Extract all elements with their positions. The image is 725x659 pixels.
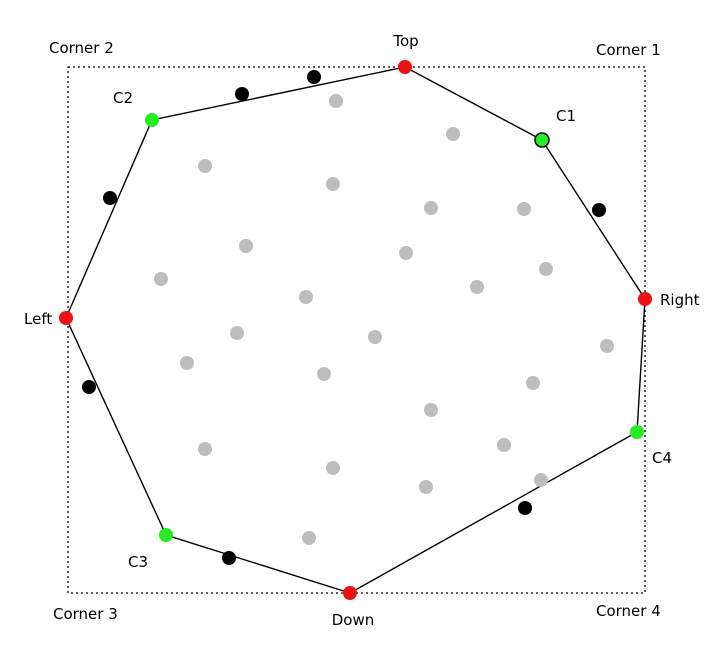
interior-point <box>299 290 313 304</box>
hull-labels: Top C1 Right C4 Down C3 Left C2 <box>24 32 700 629</box>
label-top: Top <box>392 32 418 50</box>
interior-point <box>534 473 548 487</box>
intermediate-point <box>235 87 249 101</box>
hull-point-c3 <box>159 528 173 542</box>
interior-point <box>198 159 212 173</box>
interior-point <box>154 272 168 286</box>
hull-vertices <box>59 60 652 600</box>
interior-point <box>326 177 340 191</box>
interior-points <box>154 94 614 545</box>
hull-point-down <box>343 586 357 600</box>
box-corner-labels: Corner 1 Corner 2 Corner 3 Corner 4 <box>49 39 661 623</box>
interior-point <box>239 239 253 253</box>
convex-hull-outline <box>65 66 646 594</box>
intermediate-point <box>592 203 606 217</box>
interior-point <box>539 262 553 276</box>
interior-point <box>470 280 484 294</box>
interior-point <box>399 246 413 260</box>
intermediate-point <box>222 551 236 565</box>
label-corner-3: Corner 3 <box>53 605 118 623</box>
label-c4: C4 <box>652 449 672 467</box>
intermediate-point <box>103 191 117 205</box>
label-down: Down <box>332 611 375 629</box>
interior-point <box>517 202 531 216</box>
label-corner-2: Corner 2 <box>49 39 114 57</box>
interior-point <box>446 127 460 141</box>
interior-point <box>317 367 331 381</box>
label-c2: C2 <box>113 89 133 107</box>
interior-point <box>180 356 194 370</box>
intermediate-point <box>82 380 96 394</box>
interior-point <box>368 330 382 344</box>
interior-point <box>230 326 244 340</box>
hull-point-top <box>398 60 412 74</box>
hull-point-left <box>59 311 73 325</box>
interior-point <box>526 376 540 390</box>
label-corner-4: Corner 4 <box>596 602 661 620</box>
interior-point <box>424 201 438 215</box>
intermediate-point <box>307 70 321 84</box>
bounding-box <box>67 66 646 594</box>
interior-point <box>424 403 438 417</box>
interior-point <box>198 442 212 456</box>
hull-point-right <box>638 292 652 306</box>
label-corner-1: Corner 1 <box>596 41 661 59</box>
intermediate-points <box>82 70 606 565</box>
label-left: Left <box>24 310 52 328</box>
intermediate-point <box>518 501 532 515</box>
hull-point-c4 <box>630 425 644 439</box>
interior-point <box>326 461 340 475</box>
label-right: Right <box>660 291 700 309</box>
interior-point <box>497 438 511 452</box>
label-c1: C1 <box>556 107 576 125</box>
hull-point-c2 <box>145 113 159 127</box>
interior-point <box>419 480 433 494</box>
interior-point <box>329 94 343 108</box>
interior-point <box>600 339 614 353</box>
hull-point-c1 <box>534 132 550 148</box>
label-c3: C3 <box>128 553 148 571</box>
interior-point <box>302 531 316 545</box>
